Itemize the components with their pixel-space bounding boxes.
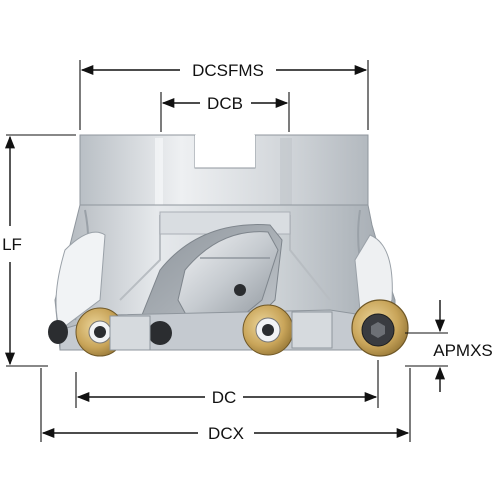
dimension-label-dc: DC xyxy=(212,388,237,407)
insert-right xyxy=(351,299,409,357)
dimension-label-dcx: DCX xyxy=(208,424,244,443)
dimension-dcx: DCX xyxy=(40,368,411,443)
dimension-label-apmxs: APMXS xyxy=(433,341,493,360)
insert-screw-icon xyxy=(262,324,274,336)
insert-center xyxy=(242,304,333,356)
insert-left xyxy=(75,307,151,357)
hex-socket-icon xyxy=(371,322,385,338)
lever-screw xyxy=(234,284,246,296)
insert-screw-icon xyxy=(94,326,106,338)
dimension-label-lf: LF xyxy=(2,235,22,254)
keyway-slot xyxy=(195,135,255,168)
dimension-apmxs: APMXS xyxy=(405,300,493,392)
dimension-dc: DC xyxy=(75,360,379,408)
dimension-lf: LF xyxy=(2,134,76,367)
dimension-label-dcb: DCB xyxy=(207,94,243,113)
left-pocket-socket xyxy=(48,320,68,344)
dimension-dcsfms: DCSFMS xyxy=(79,60,369,130)
dimension-dcb: DCB xyxy=(160,92,290,132)
dimension-label-dcsfms: DCSFMS xyxy=(192,61,264,80)
